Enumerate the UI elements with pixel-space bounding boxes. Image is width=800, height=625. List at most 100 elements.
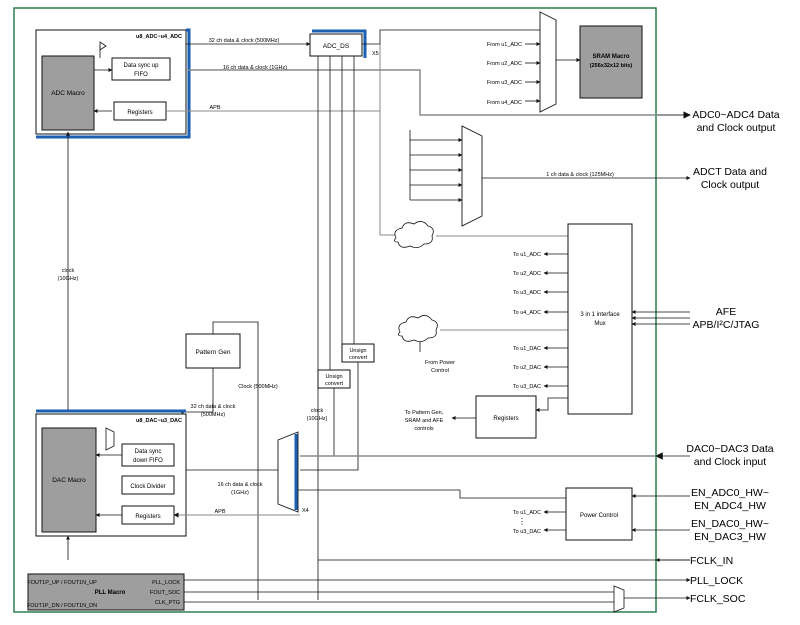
label-to-u3-adc: To u3_ADC [513, 290, 541, 296]
unsign-2-label-2: convert [325, 381, 344, 387]
label-16ch-top: 16 ch data & clock (1GHz) [223, 65, 287, 71]
label-from-u4: From u4_ADC [487, 100, 522, 106]
label-from-power-1: From Power [425, 360, 455, 366]
interface-mux: 3 in 1 interface Mux [567, 223, 633, 415]
adc-fifo: Data sync up FIFO [111, 57, 171, 81]
label-clock-500: Clock (500MHz) [238, 384, 278, 390]
sram-label-1: SRAM Macro [592, 54, 629, 60]
io-fclk-soc: FCLK_SOC [690, 593, 746, 605]
io-en-dac-2: EN_DAC3_HW [694, 531, 766, 543]
label-to-u4-adc: To u4_ADC [513, 310, 541, 316]
label-32ch-dac-1: 32 ch data & clock [191, 404, 236, 410]
interface-mux-label-1: 3 in 1 interface [580, 312, 620, 318]
io-adc-out-1: ADC0~ADC4 Data [692, 109, 779, 121]
dac-registers: Registers [121, 505, 175, 525]
sram-input-mux [539, 11, 557, 113]
unsign-1-label-2: convert [349, 355, 368, 361]
dac-macro: DAC Macro [41, 427, 97, 533]
chip-boundary [13, 7, 657, 613]
right-registers: Registers [475, 395, 537, 439]
label-to-pattern-2: SRAM and AFE [405, 418, 444, 424]
dac-wrapper-title: u8_DAC~u3_DAC [136, 418, 182, 424]
power-control-label: Power Control [580, 513, 618, 519]
io-adc-out-2: and Clock output [697, 122, 776, 134]
io-en-adc-1: EN_ADC0_HW~ [691, 487, 769, 499]
io-afe-1: AFE [716, 306, 736, 318]
label-clock-mid-2: (10GHz) [307, 416, 328, 422]
unsign-2-label-1: Unsign [325, 374, 342, 380]
unsign-1-label-1: Unsign [349, 348, 366, 354]
unsign-convert-1: Unsign convert [341, 343, 375, 363]
label-from-power-2: Control [431, 368, 449, 374]
dac-reg-bus-cloud [398, 315, 438, 342]
dac-fifo-label-1: Data sync [135, 449, 162, 455]
label-clock-10g-2: (10GHz) [58, 276, 79, 282]
io-pll-lock: PLL_LOCK [690, 575, 743, 587]
io-dac-in-1: DAC0~DAC3 Data [686, 443, 773, 455]
pattern-gen-label: Pattern Gen [195, 349, 230, 356]
clock-divider-label: Clock Divider [130, 484, 165, 490]
adc-ds-label: ADC_DS [323, 43, 350, 50]
clk-ptg-pin: CLK_PTG [155, 600, 180, 606]
label-to-u1-dac: To u1_DAC [513, 346, 541, 352]
pll-label-3: FOUT1P_DN / FOUT1N_DN [27, 603, 97, 609]
label-from-u2: From u2_ADC [487, 61, 522, 67]
label-from-u3: From u3_ADC [487, 80, 522, 86]
io-en-dac-1: EN_DAC0_HW~ [691, 518, 769, 530]
label-16ch-dac-1: 16 ch data & clock [218, 482, 263, 488]
x4-label: X4 [302, 508, 309, 514]
label-to-u2-adc: To u2_ADC [513, 271, 541, 277]
label-to-pattern-1: To Pattern Gen, [405, 410, 444, 416]
pll-label-2: PLL Macro [95, 590, 126, 596]
pll-lock-pin: PLL_LOCK [152, 580, 180, 586]
label-1ch: 1 ch data & clock (125MHz) [546, 172, 614, 178]
adc-macro: ADC Macro [41, 55, 95, 131]
label-to-pattern-3: controls [414, 426, 434, 432]
label-from-u1: From u1_ADC [487, 42, 522, 48]
label-clock-10g-1: clock [62, 268, 75, 274]
label-pc-dots: ⋮ [518, 517, 526, 526]
io-en-adc-2: EN_ADC4_HW [694, 500, 766, 512]
adc-fifo-label-1: Data sync up [123, 63, 159, 69]
adc-wrapper-title: u8_ADC~u4_ADC [136, 34, 182, 40]
adc-macro-label: ADC Macro [51, 90, 85, 97]
label-apb-bottom: APB [214, 509, 225, 515]
dac-fifo: Data sync down FIFO [121, 443, 175, 467]
label-to-u3-dac: To u3_DAC [513, 384, 541, 390]
pattern-gen: Pattern Gen [185, 333, 241, 369]
dac-fifo-label-2: down FIFO [133, 458, 163, 464]
label-32ch-top: 32 ch data & clock (500MHz) [209, 38, 280, 44]
io-fclk-in: FCLK_IN [690, 555, 733, 567]
adct-mux [461, 125, 483, 227]
pll-label-1: FOUT1P_UP / FOUT1N_UP [27, 580, 97, 586]
adc-registers: Registers [113, 101, 167, 121]
label-pc-to-u3-dac: To u3_DAC [513, 529, 541, 535]
label-clock-mid-1: clock [311, 408, 324, 414]
fout-soc-pin: FOUT_SOC [150, 590, 180, 596]
pll-macro: FOUT1P_UP / FOUT1N_UP PLL Macro FOUT1P_D… [27, 573, 185, 611]
adc-fifo-label-2: FIFO [134, 72, 148, 78]
sram-label-2: (256x32x12 bits) [590, 63, 633, 69]
label-16ch-dac-2: (1GHz) [231, 490, 249, 496]
dac-mux: X4 [277, 431, 309, 514]
adc-ds: ADC_DS X5 [309, 29, 379, 58]
unsign-convert-2: Unsign convert [317, 369, 351, 389]
interface-mux-label-2: Mux [594, 321, 605, 327]
x5-label: X5 [372, 51, 379, 57]
label-to-u2-dac: To u2_DAC [513, 365, 541, 371]
sram-macro: SRAM Macro (256x32x12 bits) [579, 25, 643, 99]
adc-registers-label: Registers [127, 110, 152, 116]
adc-reg-bus-cloud [394, 221, 434, 248]
io-afe-2: APB/I²C/JTAG [693, 319, 760, 331]
io-dac-in-2: and Clock input [694, 456, 766, 468]
label-32ch-dac-2: (500MHz) [201, 412, 225, 418]
dac-buffer [105, 427, 115, 451]
label-pc-to-u1-adc: To u1_ADC [513, 510, 541, 516]
io-adct-2: Clock output [701, 179, 759, 191]
dac-registers-label: Registers [135, 514, 160, 520]
label-to-u1-adc: To u1_ADC [513, 252, 541, 258]
power-control: Power Control [565, 487, 633, 541]
fclk-soc-mux [613, 585, 625, 613]
clock-divider: Clock Divider [121, 475, 175, 495]
